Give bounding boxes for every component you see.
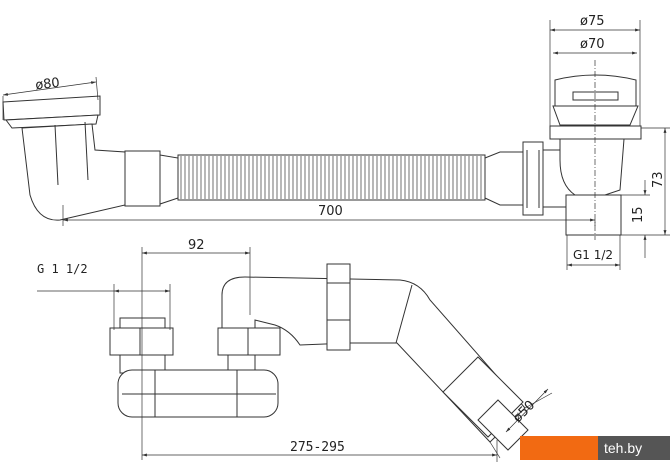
dimension-o75: ø75 — [549, 14, 641, 126]
dimension-700: 700 — [62, 204, 596, 226]
dimension-15: 15 — [621, 180, 650, 258]
dimension-g112-top: G1 1/2 — [566, 235, 621, 270]
dimension-o70: ø70 — [553, 37, 637, 55]
dim-label-g112: G1 1/2 — [573, 248, 613, 262]
dimension-o80: ø80 — [2, 76, 99, 120]
left-drain — [2, 95, 126, 221]
logo-accent-block — [520, 436, 598, 460]
watermark-logo: teh.by — [520, 436, 670, 460]
left-connector — [124, 150, 179, 207]
trap-body — [109, 317, 281, 418]
dim-label-o75: ø75 — [580, 14, 605, 29]
dim-label-o70: ø70 — [580, 37, 605, 52]
corrugated-hose — [177, 154, 486, 201]
thread-outlet — [565, 194, 622, 236]
dim-label-15: 15 — [631, 206, 646, 223]
right-drain-valve — [543, 60, 642, 240]
middle-nut — [217, 327, 281, 356]
dim-label-o80: ø80 — [34, 76, 60, 94]
right-connector — [484, 141, 544, 216]
drain-cap — [554, 74, 637, 107]
dim-label-92: 92 — [188, 238, 205, 253]
logo-text: teh.by — [598, 436, 670, 460]
dim-label-g-1-1-2: G 1 1/2 — [37, 262, 88, 276]
dim-label-700: 700 — [318, 204, 343, 219]
dim-label-73: 73 — [651, 171, 666, 188]
outlet-nut — [326, 263, 351, 351]
dim-label-275-295: 275-295 — [290, 440, 345, 455]
left-nut — [109, 327, 174, 356]
outlet-pipe — [221, 263, 529, 451]
dimension-275-295: 275-295 — [142, 440, 498, 462]
union-nut — [522, 141, 544, 216]
dimension-92: 92 — [141, 238, 251, 460]
